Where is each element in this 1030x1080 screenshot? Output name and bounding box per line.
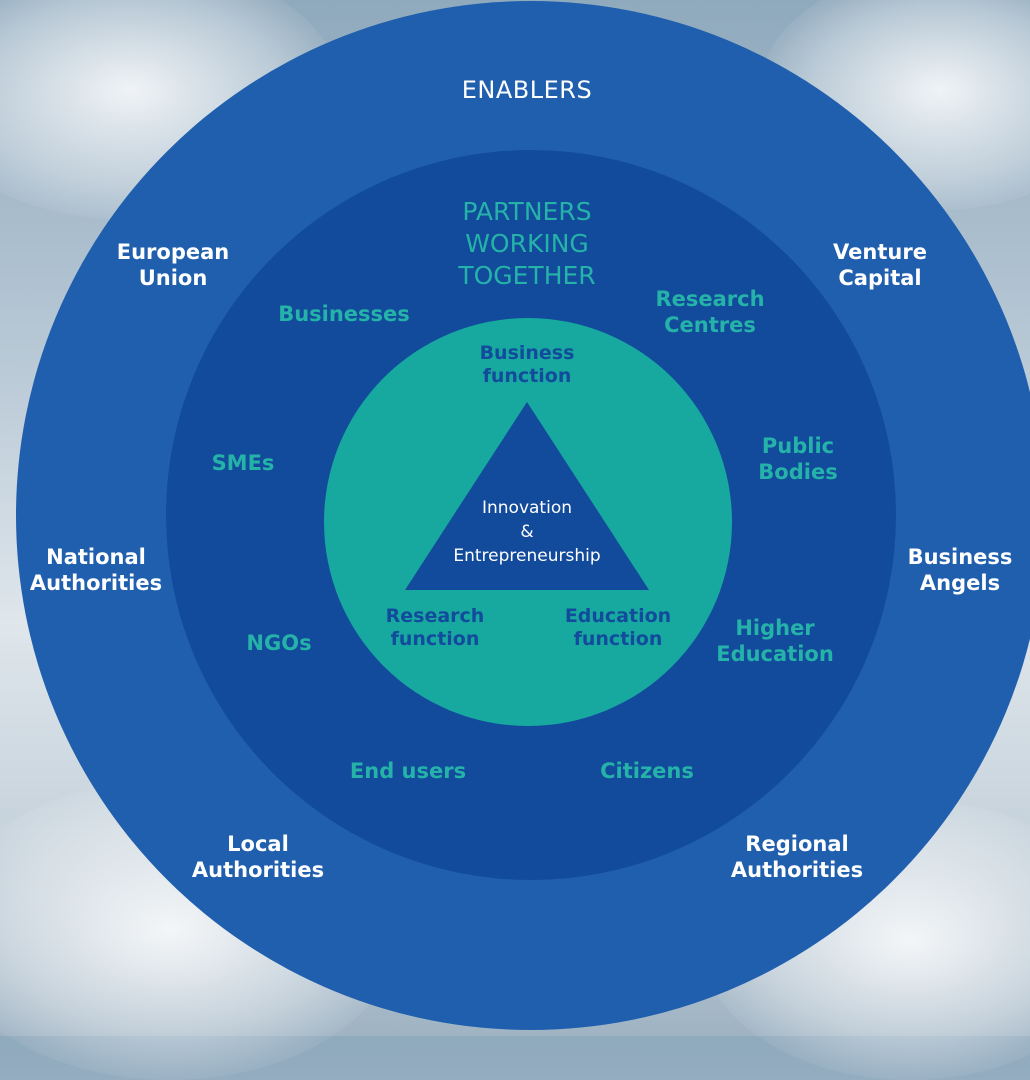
partner-public-bodies: Public Bodies	[758, 434, 838, 484]
partner-businesses: Businesses	[278, 302, 410, 326]
partner-research-centres: Research Centres	[655, 287, 765, 337]
enabler-business-angels: Business Angels	[907, 545, 1013, 595]
enabler-european-union: European Union	[116, 240, 230, 290]
innovation-entrepreneurship-label: Innovation & Entrepreneurship	[453, 498, 601, 566]
partners-title: PARTNERS WORKING TOGETHER	[458, 197, 596, 290]
enabler-national-authorities: National Authorities	[29, 545, 163, 595]
business-function-label: Business function	[479, 342, 575, 388]
enabler-regional-authorities: Regional Authorities	[730, 832, 864, 882]
partner-ngos: NGOs	[246, 631, 312, 655]
education-function-label: Education function	[564, 605, 672, 651]
enabler-local-authorities: Local Authorities	[191, 832, 325, 882]
enablers-title: ENABLERS	[461, 76, 593, 104]
partner-end-users: End users	[349, 759, 467, 783]
partner-higher-education: Higher Education	[716, 616, 834, 666]
enabler-venture-capital: Venture Capital	[833, 240, 927, 290]
research-function-label: Research function	[385, 605, 485, 651]
partner-smes: SMEs	[211, 451, 275, 475]
partner-citizens: Citizens	[600, 759, 694, 783]
